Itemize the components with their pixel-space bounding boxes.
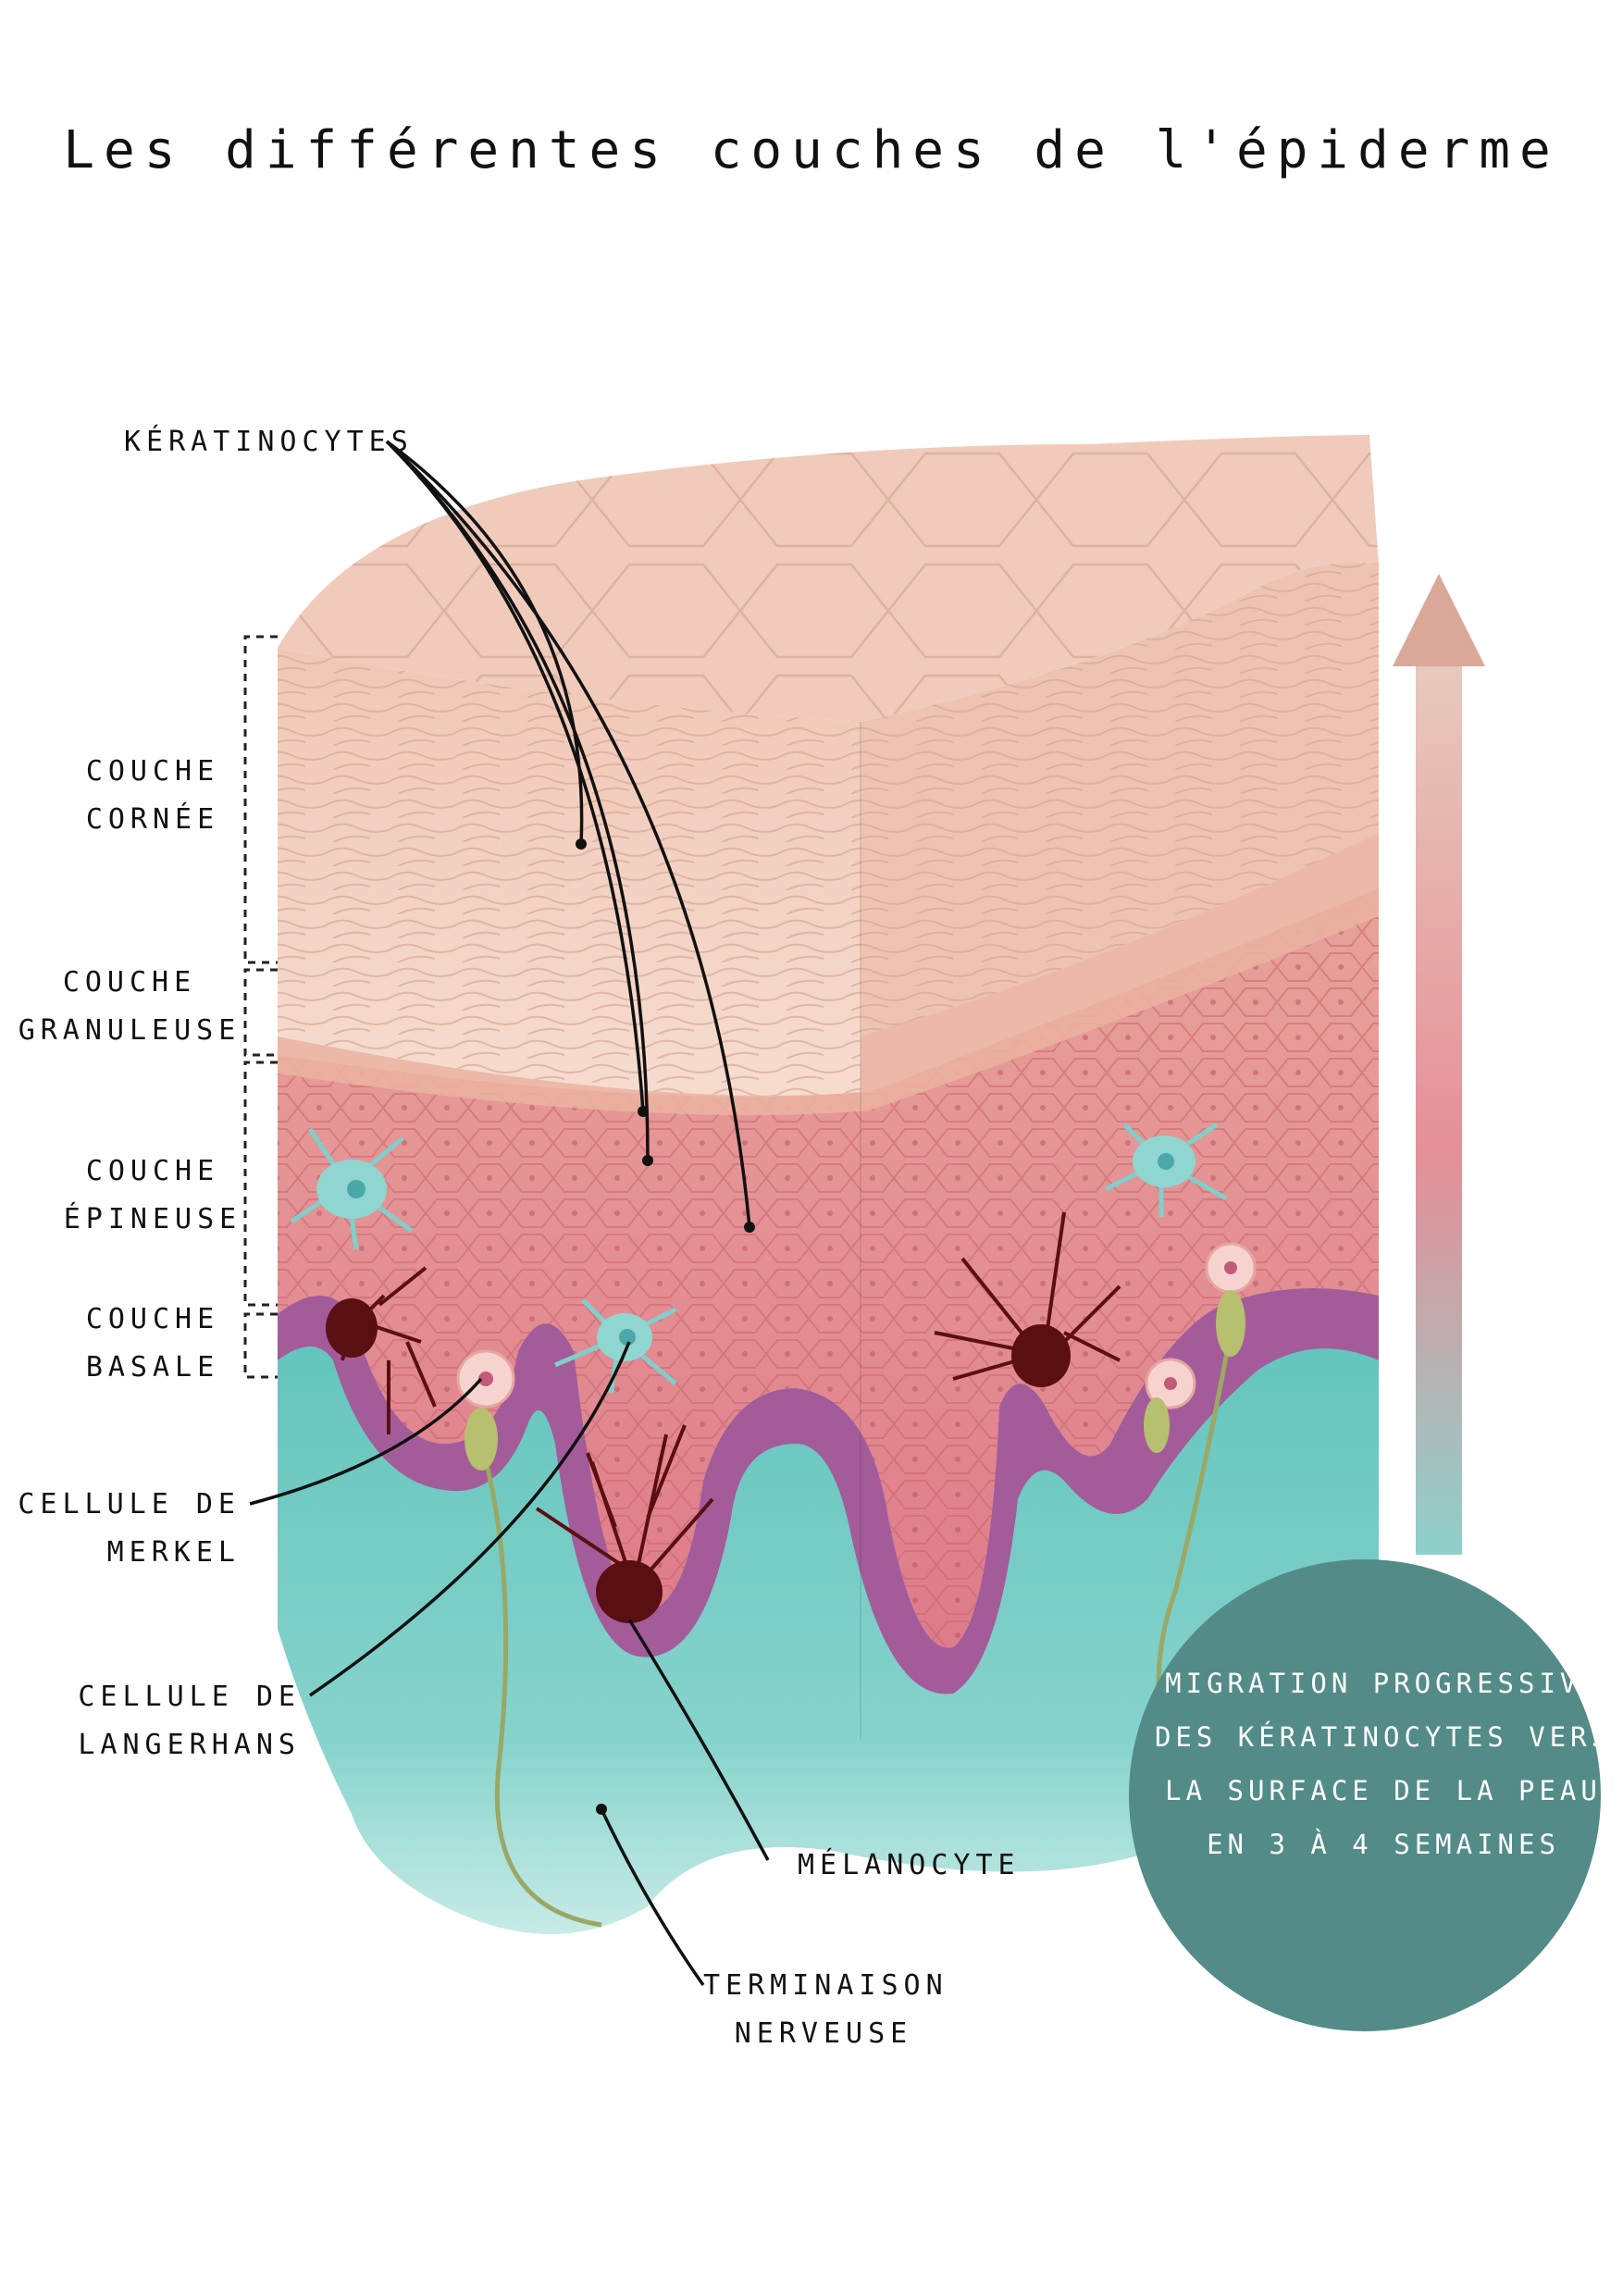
- layer-brackets: [243, 635, 278, 1379]
- langerhans-cells: [290, 1122, 1228, 1394]
- page-title: Les différentes couches de l'épiderme: [63, 120, 1560, 180]
- spinous-cell-texture: [278, 888, 1379, 1648]
- migration-arrow: [1393, 574, 1485, 1555]
- leader-lines: [249, 440, 770, 1987]
- label-cellule-merkel: cellule de merkel: [18, 1488, 241, 1569]
- melanocytes: [326, 1211, 1121, 1623]
- nerve-endings: [465, 1290, 1245, 1928]
- corneum-flat-cells: [278, 648, 861, 1096]
- label-couche-epineuse: couche épineuse: [63, 1155, 242, 1235]
- leader-dots: [576, 838, 755, 1815]
- label-melanocyte: mélanocyte: [798, 1849, 1021, 1881]
- label-keratinocytes: kératinocytes: [124, 426, 414, 458]
- migration-info-circle: [1129, 1559, 1601, 2031]
- label-couche-basale: couche basale: [85, 1303, 220, 1384]
- label-couche-granuleuse: couche granuleuse: [18, 966, 242, 1047]
- migration-text: migration progressive des kératinocytes …: [1154, 1668, 1613, 1860]
- label-couche-cornee: couche cornée: [85, 755, 220, 836]
- label-terminaison-nerveuse: terminaison nerveuse: [703, 1969, 948, 2050]
- corneum-side-cells: [861, 563, 1379, 1036]
- basal-layer: [278, 1288, 1379, 1694]
- label-cellule-langerhans: cellule de langerhans: [78, 1681, 301, 1761]
